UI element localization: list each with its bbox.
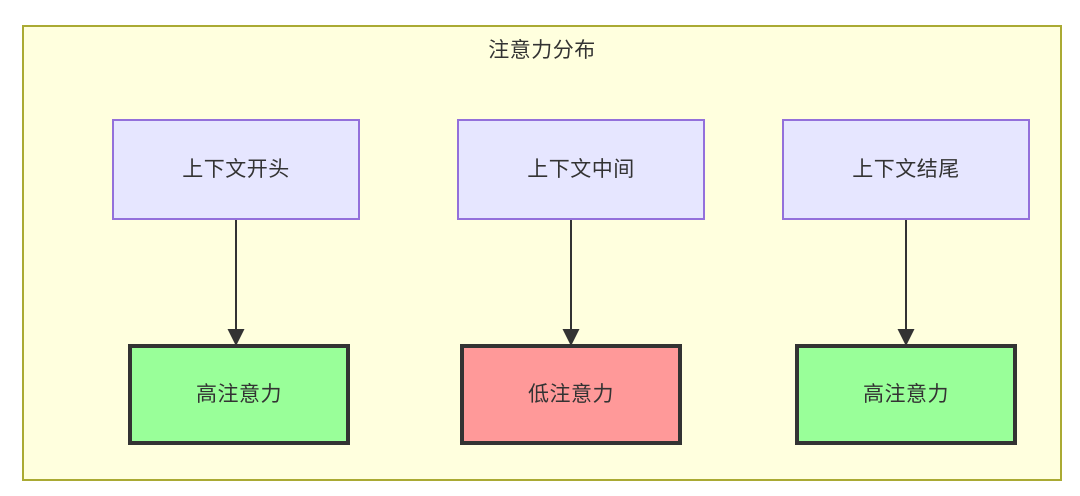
arrow-context-end-to-high-attention [894, 220, 918, 350]
attention-distribution-container: 注意力分布 上下文开头 上下文中间 上下文结尾 [22, 25, 1062, 481]
node-context-middle-label: 上下文中间 [527, 158, 635, 181]
node-context-start-label: 上下文开头 [182, 158, 290, 181]
subgraph-title: 注意力分布 [488, 39, 596, 62]
node-low-attention-middle-label: 低注意力 [528, 383, 614, 406]
node-context-start[interactable]: 上下文开头 [112, 119, 360, 220]
node-context-end-label: 上下文结尾 [852, 158, 960, 181]
arrow-context-middle-to-low-attention [559, 220, 583, 350]
node-high-attention-start[interactable]: 高注意力 [128, 344, 350, 445]
node-high-attention-end[interactable]: 高注意力 [795, 344, 1017, 445]
node-high-attention-end-label: 高注意力 [863, 383, 949, 406]
node-context-middle[interactable]: 上下文中间 [457, 119, 705, 220]
node-low-attention-middle[interactable]: 低注意力 [460, 344, 682, 445]
arrow-context-start-to-high-attention [224, 220, 248, 350]
node-high-attention-start-label: 高注意力 [196, 383, 282, 406]
node-context-end[interactable]: 上下文结尾 [782, 119, 1030, 220]
